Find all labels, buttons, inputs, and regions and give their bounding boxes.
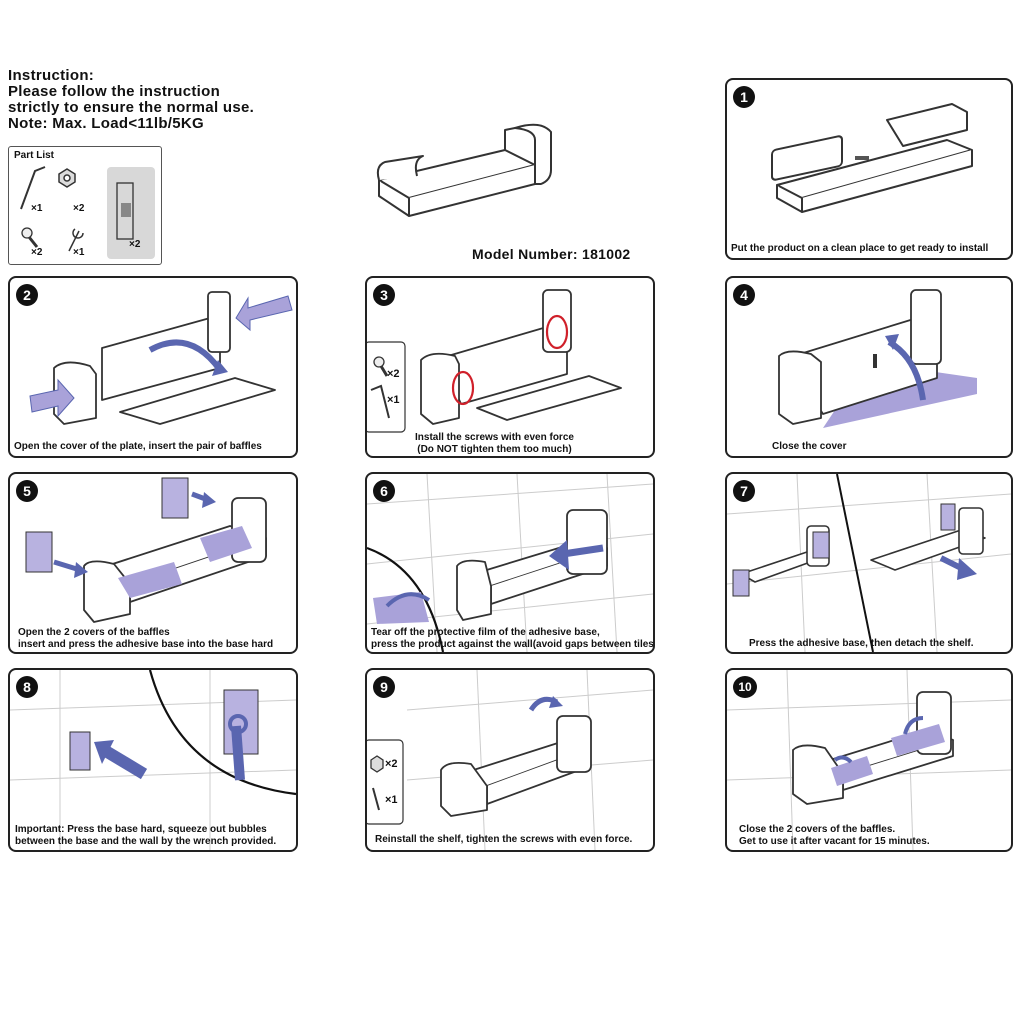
- allen-key-qty: ×1: [31, 203, 43, 214]
- nut-icon: [370, 755, 384, 773]
- step-9-illustration: [367, 670, 653, 850]
- shelf-product-illustration: [376, 123, 552, 217]
- step-9-nut-qty: ×2: [385, 758, 398, 770]
- step-3-caption: Install the screws with even force (Do N…: [415, 432, 574, 455]
- step-10-panel: 10 Close the 2 covers of the baffles. Ge…: [725, 668, 1013, 852]
- step-9-caption: Reinstall the shelf, tighten the screws …: [375, 834, 633, 845]
- step-4-caption: Close the cover: [772, 441, 847, 452]
- step-9-number-badge: 9: [373, 676, 395, 698]
- model-number-label: Model Number:: [472, 246, 578, 262]
- allen-key-icon: [20, 166, 46, 210]
- step-1-illustration: [771, 103, 973, 213]
- step-5-caption: Open the 2 covers of the baffles insert …: [18, 627, 274, 650]
- instruction-intro: Instruction: Please follow the instructi…: [8, 68, 254, 132]
- step-3-illustration: [367, 289, 622, 433]
- intro-heading: Instruction:: [8, 67, 95, 84]
- step-6-caption: Tear off the protective film of the adhe…: [371, 627, 655, 650]
- step-8-illustration: [10, 670, 296, 850]
- step-1-panel: 1 Put the product on a clean place to ge…: [725, 78, 1013, 260]
- intro-line-strictly: strictly to ensure the normal use.: [8, 99, 255, 116]
- step-5-illustration: [25, 477, 267, 623]
- step-8-number-badge: 8: [16, 676, 38, 698]
- step-2-number-badge: 2: [16, 284, 38, 306]
- step-10-caption: Close the 2 covers of the baffles. Get t…: [739, 824, 930, 847]
- model-number: Model Number: 181002: [472, 246, 631, 262]
- screw-icon: [373, 356, 389, 377]
- intro-load-note: Note: Max. Load<11lb/5KG: [8, 115, 204, 132]
- screw-qty: ×2: [31, 247, 43, 258]
- wrench-icon: [372, 787, 380, 811]
- step-4-panel: 4 Close the cover: [725, 276, 1013, 458]
- model-number-value: 181002: [582, 246, 631, 262]
- step-5-panel: 5 Open the 2 covers of the baffles inser…: [8, 472, 298, 654]
- step-7-panel: 7 Press the adhesive base, then detach t…: [725, 472, 1013, 654]
- adhesive-base-qty: ×2: [129, 239, 141, 250]
- wrench-qty: ×1: [73, 247, 85, 258]
- intro-line-follow: Please follow the instruction: [8, 83, 221, 100]
- step-3-panel: 3 ×2 ×1 Install the screws with even for…: [365, 276, 655, 458]
- nut-icon: [58, 168, 76, 188]
- part-list-box: Part List ×1 ×2 ×2 ×1 ×2: [8, 146, 162, 265]
- step-5-number-badge: 5: [16, 480, 38, 502]
- step-2-panel: 2 Open the cover of the plate, insert th…: [8, 276, 298, 458]
- step-6-panel: 6 Tear off the protective film of the ad…: [365, 472, 655, 654]
- allen-key-icon: [370, 384, 390, 419]
- step-9-panel: 9 ×2 ×1 Reinstall the shelf, tighten the…: [365, 668, 655, 852]
- step-4-number-badge: 4: [733, 284, 755, 306]
- part-list-drawings: [20, 166, 155, 259]
- step-2-illustration: [29, 291, 293, 425]
- step-7-caption: Press the adhesive base, then detach the…: [749, 638, 974, 649]
- screw-icon: [21, 227, 39, 248]
- step-4-illustration: [778, 289, 977, 428]
- step-9-wrench-qty: ×1: [385, 794, 398, 806]
- step-7-illustration: [727, 474, 1011, 652]
- step-3-allen-key-qty: ×1: [387, 394, 400, 406]
- step-2-caption: Open the cover of the plate, insert the …: [14, 441, 262, 452]
- part-list-title: Part List: [14, 150, 55, 161]
- step-10-number-badge: 10: [733, 676, 757, 698]
- step-1-number-badge: 1: [733, 86, 755, 108]
- step-8-caption: Important: Press the base hard, squeeze …: [15, 824, 277, 847]
- step-1-caption: Put the product on a clean place to get …: [731, 243, 989, 254]
- step-3-screw-qty: ×2: [387, 368, 400, 380]
- adhesive-base-icon: [107, 167, 155, 259]
- step-10-illustration: [727, 670, 1011, 850]
- step-7-number-badge: 7: [733, 480, 755, 502]
- wrench-icon: [68, 228, 84, 252]
- step-3-number-badge: 3: [373, 284, 395, 306]
- step-8-panel: 8 Important: Press the base hard, squeez…: [8, 668, 298, 852]
- nut-qty: ×2: [73, 203, 85, 214]
- step-6-number-badge: 6: [373, 480, 395, 502]
- step-6-illustration: [367, 474, 653, 652]
